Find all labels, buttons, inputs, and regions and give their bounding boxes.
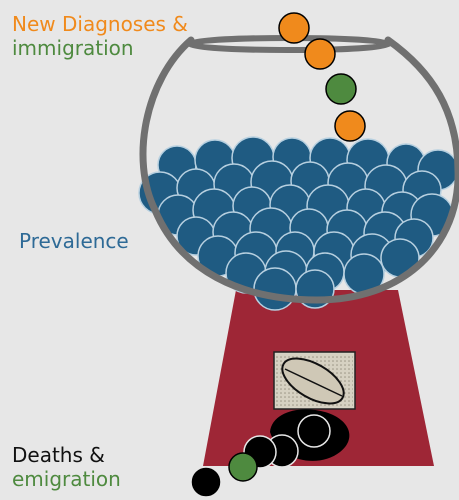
prevalence-label: Prevalence — [19, 229, 129, 253]
deaths-label: Deaths & emigration — [12, 443, 121, 491]
new-diagnoses-text: New Diagnoses & — [12, 12, 188, 36]
immigration-text: immigration — [12, 36, 134, 60]
incoming-ball-orange — [304, 38, 336, 70]
incoming-ball-orange — [278, 12, 310, 44]
exiting-ball-black — [297, 414, 331, 448]
gumball-bowl — [139, 36, 459, 304]
incoming-ball-green — [325, 73, 357, 105]
exiting-ball-green — [228, 452, 258, 482]
coin-slot-knob — [273, 351, 356, 410]
incoming-ball-orange — [334, 110, 366, 142]
deaths-text: Deaths & — [12, 443, 105, 467]
prevalence-ball — [253, 267, 297, 311]
prevalence-balls — [138, 136, 459, 311]
exiting-ball-black — [190, 466, 222, 498]
emigration-text: emigration — [12, 467, 121, 491]
exiting-balls — [190, 414, 331, 498]
incoming-balls — [278, 12, 366, 142]
new-diagnoses-label: New Diagnoses & immigration — [12, 12, 188, 60]
